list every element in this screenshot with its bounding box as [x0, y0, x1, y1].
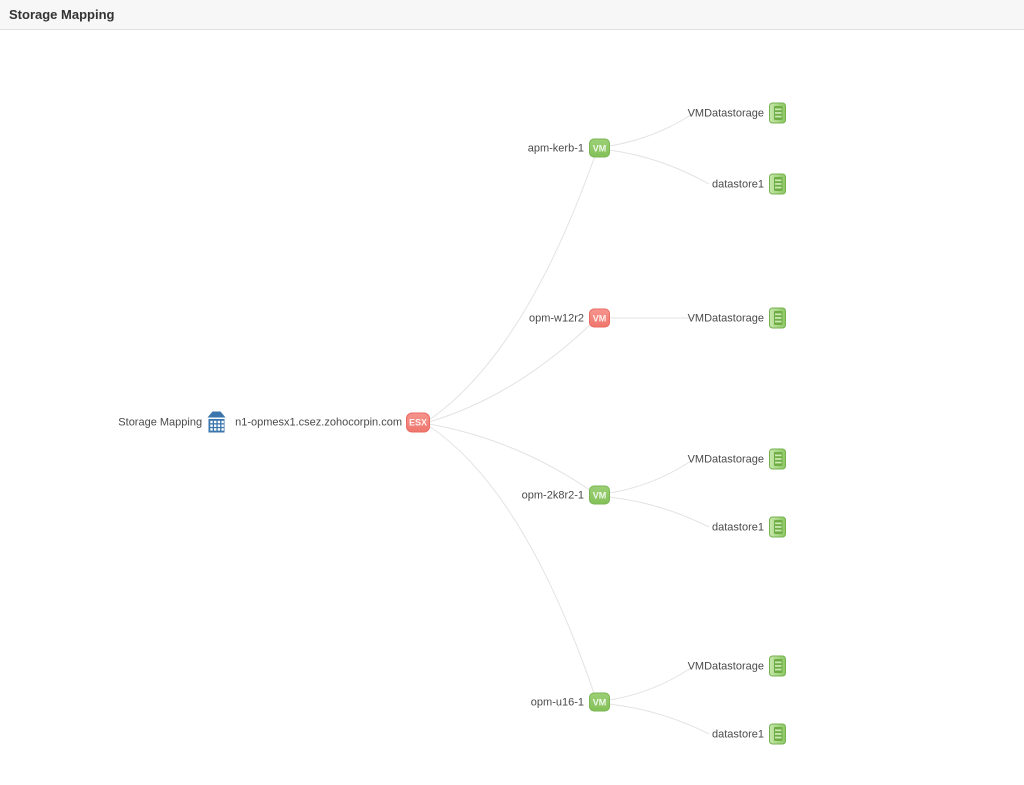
node-datastore[interactable]: VMDatastorage [687, 102, 786, 124]
node-vm-opm-u16-1[interactable]: opm-u16-1 VM [530, 692, 610, 712]
page-header: Storage Mapping [0, 0, 1024, 30]
node-datastore[interactable]: datastore1 [712, 516, 786, 538]
datastore-label: datastore1 [712, 728, 764, 740]
datastore-icon [769, 173, 786, 195]
datastore-label: VMDatastorage [687, 660, 764, 672]
node-datastore[interactable]: datastore1 [712, 173, 786, 195]
datastore-label: datastore1 [712, 178, 764, 190]
datastore-label: VMDatastorage [687, 453, 764, 465]
building-icon [207, 411, 226, 433]
datastore-label: VMDatastorage [687, 107, 764, 119]
vm-status-badge: VM [589, 485, 610, 505]
link-vm4-ds1 [608, 665, 695, 701]
node-datastore[interactable]: VMDatastorage [687, 448, 786, 470]
datastore-icon [769, 516, 786, 538]
root-label: Storage Mapping [118, 416, 203, 428]
datastore-icon [769, 102, 786, 124]
link-vm1-ds2 [608, 149, 710, 185]
host-label: n1-opmesx1.csez.zohocorpin.com [235, 416, 402, 428]
esx-status-badge: ESX [406, 412, 430, 432]
page-title: Storage Mapping [9, 7, 115, 22]
link-vm3-ds2 [608, 496, 710, 528]
link-vm4-ds2 [608, 703, 710, 735]
node-vm-opm-w12r2[interactable]: opm-w12r2 VM [528, 308, 610, 328]
link-vm1-ds1 [608, 112, 695, 147]
vm-label: opm-u16-1 [530, 696, 584, 708]
node-datastore[interactable]: VMDatastorage [687, 655, 786, 677]
link-esx-vm4 [428, 425, 598, 703]
datastore-label: datastore1 [712, 521, 764, 533]
node-datastore[interactable]: VMDatastorage [687, 307, 786, 329]
link-esx-vm3 [428, 423, 598, 496]
node-vm-apm-kerb-1[interactable]: apm-kerb-1 VM [527, 138, 610, 158]
datastore-icon [769, 655, 786, 677]
node-root-host[interactable]: Storage Mapping n1-opmesx1.csez.zohocorp… [118, 411, 430, 433]
vm-status-badge: VM [589, 138, 610, 158]
datastore-label: VMDatastorage [687, 312, 764, 324]
vm-label: opm-w12r2 [528, 312, 584, 324]
vm-label: apm-kerb-1 [527, 142, 584, 154]
node-vm-opm-2k8r2-1[interactable]: opm-2k8r2-1 VM [521, 485, 610, 505]
link-esx-vm2 [428, 317, 598, 423]
datastore-icon [769, 307, 786, 329]
vm-label: opm-2k8r2-1 [521, 489, 584, 501]
node-datastore[interactable]: datastore1 [712, 723, 786, 745]
vm-status-badge: VM [589, 692, 610, 712]
link-vm3-ds1 [608, 458, 695, 494]
link-esx-vm1 [428, 149, 598, 421]
datastore-icon [769, 448, 786, 470]
datastore-icon [769, 723, 786, 745]
vm-status-badge: VM [589, 308, 610, 328]
